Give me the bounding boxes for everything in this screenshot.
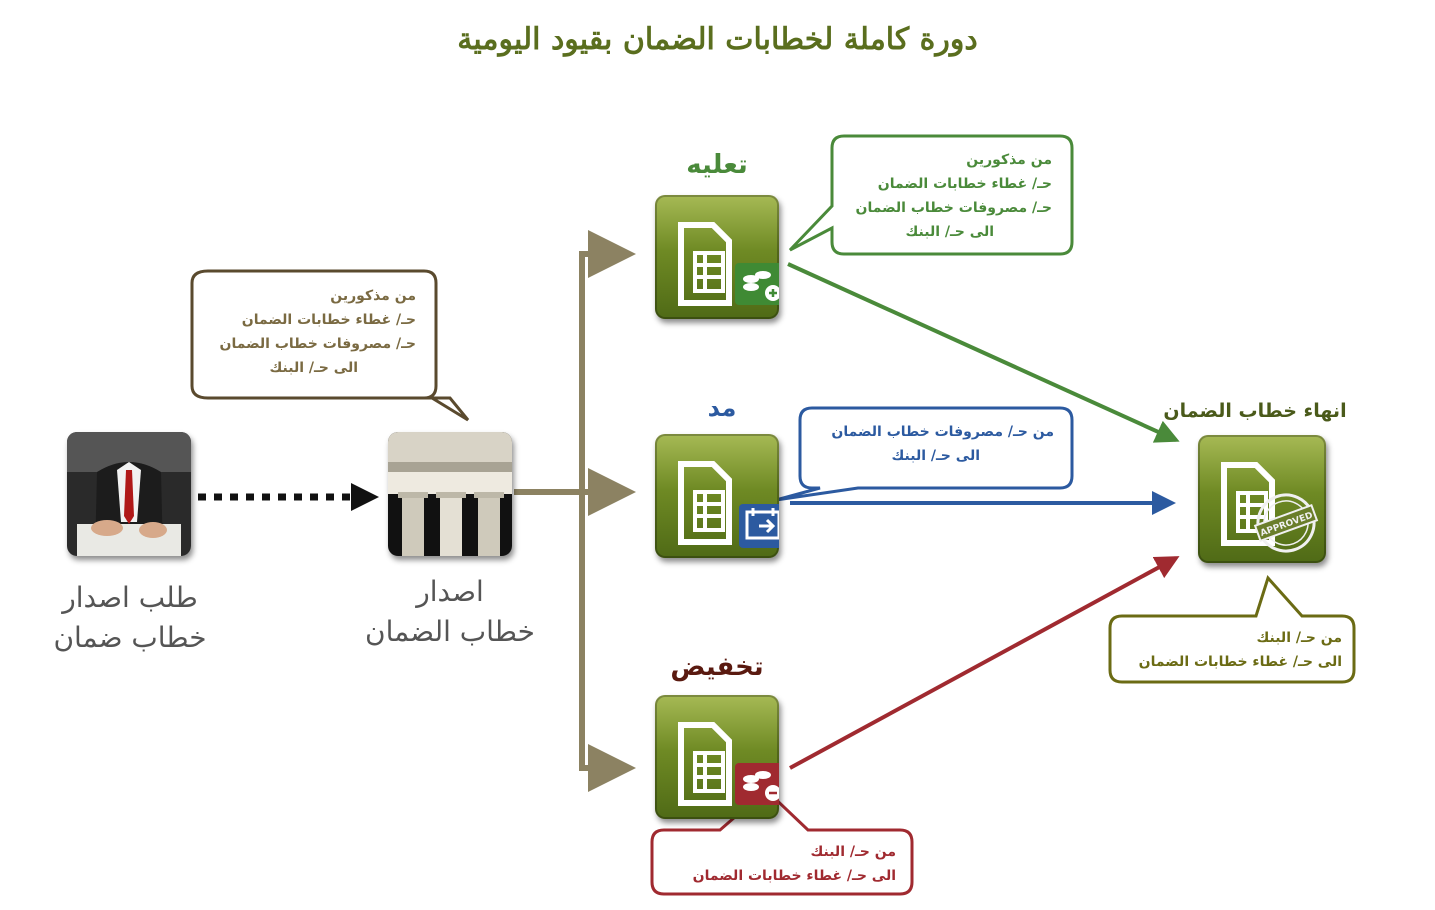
document-approved-stamp-icon: APPROVED xyxy=(1198,435,1326,563)
bubble-line: الى حـ/ البنك xyxy=(905,224,994,240)
bubble-line: حـ/ غطاء خطابات الضمان xyxy=(877,176,1052,192)
request-label: طلب اصدار خطاب ضمان xyxy=(30,578,230,658)
extend-bubble: من حـ/ مصروفات خطاب الضمان الى حـ/ البنك xyxy=(810,420,1054,468)
increase-to-terminate-arrow xyxy=(787,262,1180,443)
document-coins-plus-icon xyxy=(655,195,789,319)
decrease-to-terminate-arrow xyxy=(789,556,1180,770)
document-coins-minus-icon xyxy=(655,695,789,819)
bubble-line: من مذكورين xyxy=(966,152,1052,168)
approved-stamp: APPROVED xyxy=(1253,493,1319,553)
businessman-signing-icon xyxy=(67,432,191,556)
issue-bubble: من مذكورين حـ/ غطاء خطابات الضمان حـ/ مص… xyxy=(200,284,416,380)
bubble-line: الى حـ/ البنك xyxy=(891,448,980,464)
increase-bubble: من مذكورين حـ/ غطاء خطابات الضمان حـ/ مص… xyxy=(842,148,1052,244)
decrease-bubble-shape xyxy=(650,787,914,896)
bubble-line: من حـ/ البنك xyxy=(810,844,896,860)
increase-title: تعليه xyxy=(686,150,748,180)
increase-bubble-shape xyxy=(788,134,1074,256)
issue-label-line1: اصدار xyxy=(416,575,484,608)
decrease-title: تخفيض xyxy=(670,652,764,682)
extend-title: مد xyxy=(707,394,737,422)
bubble-line: حـ/ مصروفات خطاب الضمان xyxy=(219,336,416,352)
bank-building-icon xyxy=(388,432,512,556)
bubble-line: من حـ/ البنك xyxy=(1256,630,1342,646)
bubble-line: حـ/ مصروفات خطاب الضمان xyxy=(855,200,1052,216)
bubble-line: الى حـ/ البنك xyxy=(269,360,358,376)
page-title: دورة كاملة لخطابات الضمان بقيود اليومية xyxy=(457,22,978,57)
terminate-title: انهاء خطاب الضمان xyxy=(1163,400,1347,422)
terminate-bubble-shape xyxy=(1108,575,1356,684)
decrease-bubble: من حـ/ البنك الى حـ/ غطاء خطابات الضمان xyxy=(664,840,896,888)
extend-bubble-shape xyxy=(775,406,1074,502)
issue-label-line2: خطاب الضمان xyxy=(365,615,535,648)
request-label-line2: خطاب ضمان xyxy=(53,621,207,654)
terminate-bubble: من حـ/ البنك الى حـ/ غطاء خطابات الضمان xyxy=(1120,626,1342,674)
bubble-line: الى حـ/ غطاء خطابات الضمان xyxy=(692,868,896,884)
issue-bubble-shape xyxy=(190,269,470,422)
bubble-line: من حـ/ مصروفات خطاب الضمان xyxy=(831,424,1054,440)
document-calendar-icon xyxy=(655,434,789,558)
request-label-line1: طلب اصدار xyxy=(62,581,198,614)
bubble-line: من مذكورين xyxy=(330,288,416,304)
issue-label: اصدار خطاب الضمان xyxy=(345,572,555,652)
bubble-line: الى حـ/ غطاء خطابات الضمان xyxy=(1138,654,1342,670)
bubble-line: حـ/ غطاء خطابات الضمان xyxy=(241,312,416,328)
